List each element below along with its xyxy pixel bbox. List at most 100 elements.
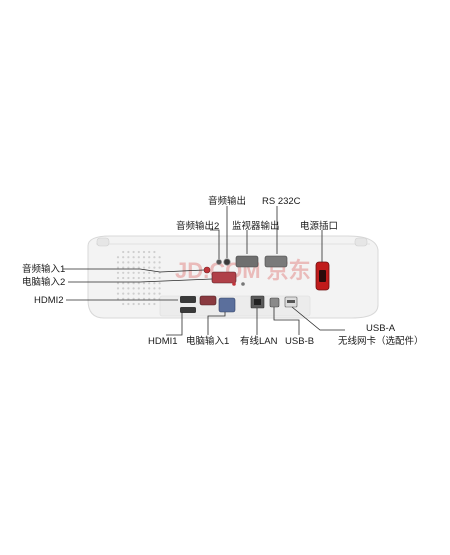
vent-hole <box>127 250 130 254</box>
vent-hole <box>142 266 146 269</box>
vent-hole <box>122 297 125 300</box>
vent-hole <box>127 276 130 280</box>
label-pc-in1: 电脑输入1 <box>186 336 230 347</box>
monitor-out-port <box>235 255 259 268</box>
vent-hole <box>116 256 120 259</box>
pc-in2-port <box>211 271 237 284</box>
vent-hole <box>137 271 140 274</box>
vent-hole <box>127 292 130 295</box>
vent-hole <box>127 302 130 306</box>
vent-hole <box>132 302 135 306</box>
vent-hole <box>153 292 156 295</box>
rs232c-port <box>264 255 288 268</box>
vent-hole <box>116 297 120 300</box>
vent-hole <box>137 297 140 300</box>
vent-hole <box>153 297 156 300</box>
vent-hole <box>132 276 135 280</box>
vent-hole <box>142 276 146 280</box>
vent-hole <box>122 261 125 264</box>
vent-hole <box>148 266 151 269</box>
vent-hole <box>142 282 146 285</box>
vent-hole <box>122 302 125 306</box>
label-monitor-out: 监视器输出 <box>232 221 280 232</box>
usb-b-port <box>269 297 280 308</box>
vent-hole <box>127 287 130 290</box>
vent-hole <box>122 271 125 274</box>
vent-hole <box>132 271 135 274</box>
vent-hole <box>137 266 140 269</box>
vent-hole <box>116 292 120 295</box>
vent-hole <box>158 292 161 295</box>
vent-hole <box>127 297 130 300</box>
vent-hole <box>148 287 151 290</box>
vent-hole <box>148 282 151 285</box>
vent-hole <box>142 271 146 274</box>
label-lan: 有线LAN <box>240 336 278 347</box>
ports <box>180 255 330 313</box>
label-usb-b: USB-B <box>285 336 315 347</box>
vent-hole <box>148 261 151 264</box>
vent-hole <box>142 250 146 254</box>
vent-hole <box>137 261 140 264</box>
vent-hole <box>148 292 151 295</box>
vent-hole <box>148 297 151 300</box>
label-wireless-card: 无线网卡（选配件） <box>338 336 424 347</box>
vent-hole <box>127 256 130 259</box>
vent-hole <box>142 292 146 295</box>
vent-hole <box>116 287 120 290</box>
vent-hole <box>122 287 125 290</box>
vent-hole <box>127 282 130 285</box>
vent-hole <box>153 287 156 290</box>
vent-hole <box>122 292 125 295</box>
label-hdmi2: HDMI2 <box>34 295 64 306</box>
vent-hole <box>148 276 151 280</box>
vent-hole <box>132 261 135 264</box>
vent-hole <box>142 287 146 290</box>
vent-hole <box>137 287 140 290</box>
vent-hole <box>122 266 125 269</box>
vent-hole <box>137 276 140 280</box>
vent-hole <box>153 250 156 254</box>
label-power-socket: 电源插口 <box>300 221 339 232</box>
label-usb-a: USB-A <box>366 323 396 334</box>
vent-hole <box>153 282 156 285</box>
audio-in1-jack <box>203 266 211 274</box>
vent-hole <box>122 276 125 280</box>
vent-hole <box>158 287 161 290</box>
vent-hole <box>116 271 120 274</box>
label-rs232c: RS 232C <box>262 196 301 207</box>
vent-hole <box>132 287 135 290</box>
audio-out2-jack <box>216 259 222 265</box>
vent-hole <box>116 282 120 285</box>
leader-lines <box>63 206 345 336</box>
label-audio-out2: 音频输出2 <box>176 221 220 232</box>
vent-hole <box>127 266 130 269</box>
vent-hole <box>116 276 120 280</box>
label-pc-in2: 电脑输入2 <box>22 277 66 288</box>
vent-hole <box>153 261 156 264</box>
vent-hole <box>137 292 140 295</box>
vent-hole <box>132 256 135 259</box>
vent-hole <box>142 261 146 264</box>
vent-hole <box>158 256 161 259</box>
vent-hole <box>142 297 146 300</box>
vent-hole <box>148 271 151 274</box>
label-audio-out: 音频输出 <box>208 196 247 207</box>
vent-hole <box>158 266 161 269</box>
vent-hole <box>148 302 151 306</box>
vent-hole <box>148 250 151 254</box>
audio-out-jack <box>223 258 231 266</box>
vent-hole <box>122 256 125 259</box>
vent-hole <box>158 261 161 264</box>
label-hdmi1: HDMI1 <box>148 336 178 347</box>
vent-hole <box>148 256 151 259</box>
vent-hole <box>158 282 161 285</box>
hdmi2-port <box>180 296 196 303</box>
vent-hole <box>132 292 135 295</box>
vent-hole <box>132 250 135 254</box>
vent-hole <box>153 276 156 280</box>
vent-hole <box>137 302 140 306</box>
vent-hole <box>132 297 135 300</box>
